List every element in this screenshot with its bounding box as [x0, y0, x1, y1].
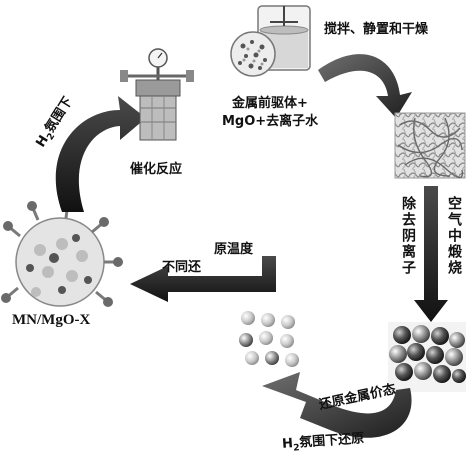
porous-network-icon	[394, 112, 466, 179]
calcined-oxide-particles-icon	[388, 322, 466, 392]
label-h2-reduction-h: H	[281, 436, 294, 452]
nanoparticle-cluster-icon	[1, 197, 123, 307]
label-air-calcination: 空气中煅烧	[446, 196, 462, 276]
precursor-sphere-icon	[230, 31, 276, 77]
label-h2-reduction-tail: 氛围下还原	[298, 431, 365, 451]
autoclave-reactor-icon	[120, 48, 194, 141]
label-product-mn-mgo-x: MN/MgO-X	[12, 312, 91, 328]
label-remove-anions: 除去阴离子	[400, 196, 416, 276]
arrow-h2-atmosphere-up	[55, 96, 146, 212]
reduced-metal-particles-icon	[239, 311, 299, 367]
label-original-temp: 原温度	[214, 242, 254, 257]
label-stir-settle-dry: 搅拌、静置和干燥	[324, 22, 429, 37]
label-precursor-line1: 金属前驱体+	[232, 96, 308, 111]
label-different-reduction: 不同还	[162, 260, 202, 275]
arrow-reduction-left	[262, 372, 412, 438]
arrow-different-reduction-temp	[130, 256, 276, 302]
label-precursor-line2: MgO+去离子水	[222, 114, 319, 129]
arrow-calcination-down	[414, 186, 448, 322]
label-catalytic-reaction: 催化反应	[130, 162, 183, 177]
arrow-stir-to-network	[318, 54, 412, 118]
